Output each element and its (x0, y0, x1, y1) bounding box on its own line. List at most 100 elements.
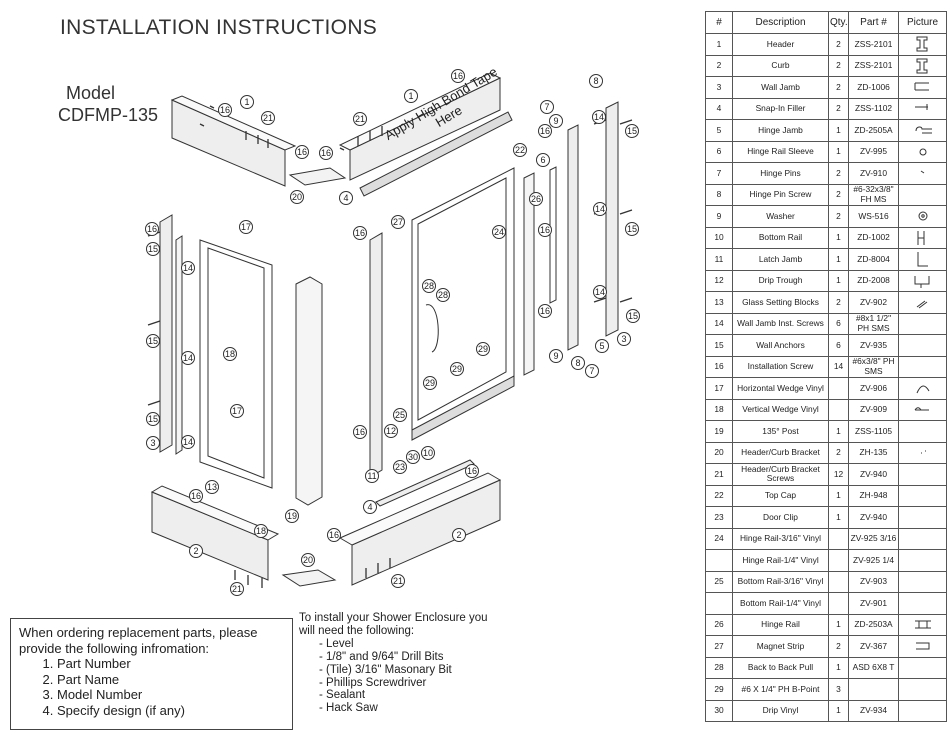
callout-number: 29 (425, 378, 435, 388)
part-num-cell: 23 (705, 506, 733, 529)
hinge-rail (523, 172, 535, 376)
callout-circle (146, 242, 160, 256)
part-picture-cell (898, 549, 947, 572)
callout-circle (319, 146, 333, 160)
callout-number: 21 (355, 114, 365, 124)
part-desc-cell: Wall Anchors (732, 334, 829, 357)
callout-number: 17 (241, 222, 251, 232)
part-picture-cell (898, 377, 947, 400)
callout-number: 16 (540, 225, 550, 235)
part-desc-cell: Door Clip (732, 506, 829, 529)
callout-number: 2 (193, 546, 198, 556)
callout-number: 15 (148, 336, 158, 346)
latch-jamb (369, 232, 383, 478)
hinge-sleeve (549, 166, 557, 304)
bottom-rail (411, 375, 515, 441)
part-num-cell: 5 (705, 119, 733, 142)
part-number-cell: ZD-1002 (848, 226, 899, 249)
callout-number: 18 (225, 349, 235, 359)
callout-circle (261, 111, 275, 125)
callout-circle (189, 544, 203, 558)
part-num-cell: 25 (705, 570, 733, 593)
part-qty-cell (828, 398, 849, 421)
part-picture-cell (898, 699, 947, 722)
callout-number: 6 (540, 155, 545, 165)
callout-number: 21 (263, 113, 273, 123)
col-num: # (705, 11, 733, 34)
part-desc-cell: Hinge Rail-1/4" Vinyl (732, 549, 829, 572)
ordering-list: Part Number Part Name Model Number Speci… (19, 656, 284, 718)
callout-number: 7 (589, 366, 594, 376)
curb-left (151, 491, 269, 581)
part-number-cell: ZV-925 1/4 (848, 549, 899, 572)
part-qty-cell: 2 (828, 205, 849, 228)
callout-circle (365, 469, 379, 483)
part-number-cell (848, 678, 899, 701)
tape-strip (359, 111, 513, 197)
part-number-cell: ZV-934 (848, 699, 899, 722)
ordering-item: Part Number (57, 656, 284, 672)
part-qty-cell: 6 (828, 334, 849, 357)
part-num-cell: 8 (705, 183, 733, 206)
curb-profile-icon (916, 58, 927, 74)
callout-number: 16 (355, 228, 365, 238)
part-desc-cell: Vertical Wedge Vinyl (732, 398, 829, 421)
part-number-cell: ZV-903 (848, 570, 899, 593)
part-num-cell: 26 (705, 613, 733, 636)
callout-circle (339, 191, 353, 205)
part-num-cell: 20 (705, 441, 733, 464)
callout-number: 7 (544, 102, 549, 112)
callout-circle (549, 114, 563, 128)
col-qty: Qty. (828, 11, 849, 34)
callout-number: 16 (453, 71, 463, 81)
hinge-jamb-profile-icon (915, 126, 932, 134)
part-num-cell: 27 (705, 635, 733, 658)
part-picture-cell (898, 613, 947, 636)
part-number-cell: ZV-909 (848, 398, 899, 421)
callout-number: 9 (553, 351, 558, 361)
parts-table-header: # Description Qty. Part # Picture (705, 11, 947, 34)
callout-number: 19 (287, 511, 297, 521)
part-picture-cell (898, 269, 947, 292)
exploded-diagram: INSTALLATION INSTRUCTIONS Model CDFMP-13… (0, 0, 705, 734)
h-wedge-vinyl-icon (916, 385, 929, 394)
callout-circle (589, 74, 603, 88)
part-number-cell: ZV-935 (848, 334, 899, 357)
callout-number: 4 (343, 193, 348, 203)
part-desc-cell: Installation Screw (732, 355, 829, 378)
part-qty-cell: 2 (828, 97, 849, 120)
callout-circle (363, 500, 377, 514)
callout-number: 24 (494, 227, 504, 237)
callout-circle (230, 582, 244, 596)
part-qty-cell: 1 (828, 613, 849, 636)
callout-circle (538, 223, 552, 237)
part-picture-cell (898, 635, 947, 658)
part-qty-cell: 1 (828, 506, 849, 529)
part-picture-cell (898, 312, 947, 335)
callout-circle (529, 192, 543, 206)
part-qty-cell (828, 570, 849, 593)
part-qty-cell (828, 592, 849, 615)
part-desc-cell: Hinge Rail (732, 613, 829, 636)
callout-circle (384, 424, 398, 438)
callout-circle (422, 279, 436, 293)
part-picture-cell (898, 420, 947, 443)
part-qty-cell (828, 549, 849, 572)
part-number-cell: ZV-902 (848, 291, 899, 314)
part-qty-cell: 1 (828, 484, 849, 507)
part-desc-cell: Bottom Rail-1/4" Vinyl (732, 592, 829, 615)
fixed-panel-frame (199, 239, 273, 489)
callout-number: 21 (393, 576, 403, 586)
callout-number: 16 (220, 105, 230, 115)
callout-number: 28 (424, 281, 434, 291)
